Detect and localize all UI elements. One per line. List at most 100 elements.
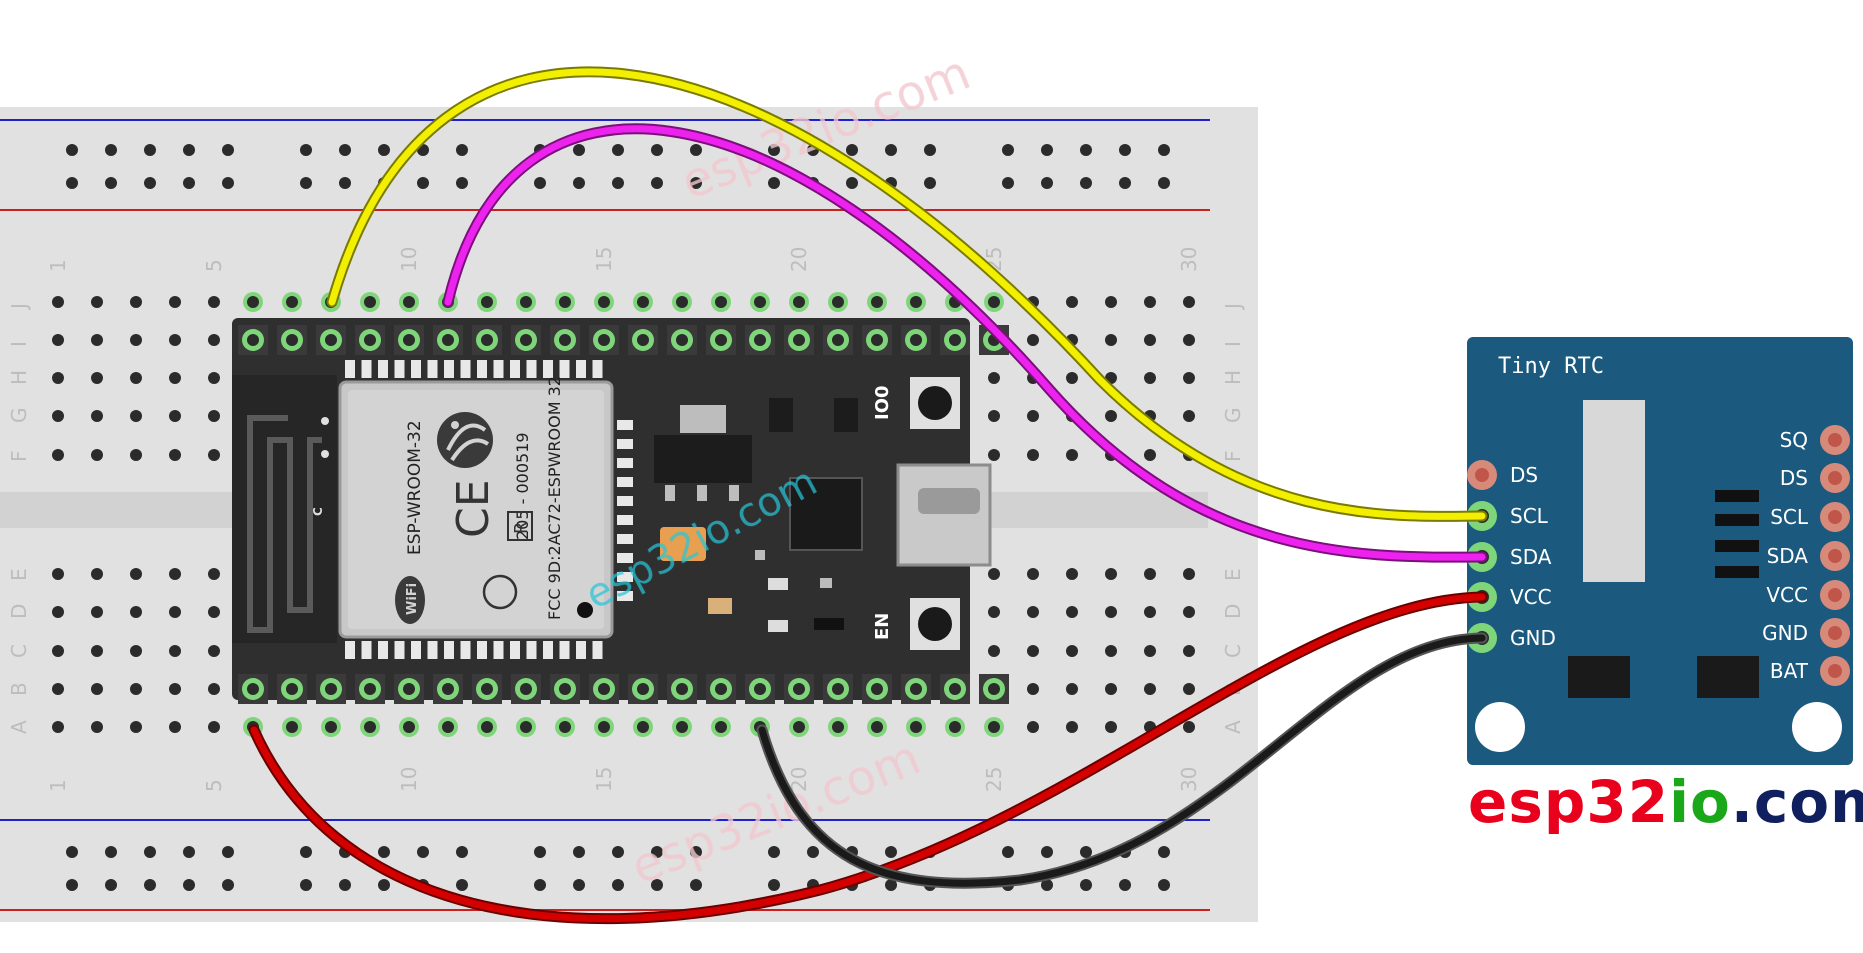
column-number-top: 15: [592, 247, 616, 272]
breadboard-hole: [1027, 721, 1039, 733]
power-rail-hole: [651, 879, 663, 891]
power-rail-hole: [456, 144, 468, 156]
module-pad: [510, 360, 520, 378]
header-pin-hole: [910, 334, 922, 346]
power-rail-hole: [690, 177, 702, 189]
power-rail-hole: [924, 177, 936, 189]
breadboard-hole: [1183, 606, 1195, 618]
header-pin-hole: [403, 683, 415, 695]
regulator-leg: [697, 485, 707, 501]
rtc-smd-part: [1715, 540, 1759, 552]
column-number-bottom: 30: [1177, 767, 1201, 792]
breadboard-hole: [1066, 372, 1078, 384]
brand-part-com: .com: [1730, 768, 1863, 836]
esp32-devkit-board: C ESP-WROOM-32 205 - 000519 FCC 9D:2AC72…: [232, 318, 1009, 704]
row-letter: H: [7, 370, 31, 385]
regulator-leg: [729, 485, 739, 501]
row-letter: C: [1221, 644, 1245, 658]
module-pad: [444, 641, 454, 659]
column-number-top: 20: [787, 247, 811, 272]
power-rail-hole: [105, 144, 117, 156]
brand-logo: esp32io.com: [1468, 768, 1863, 836]
rtc-pin-label-bat: BAT: [1770, 659, 1809, 683]
io0-button[interactable]: [910, 377, 960, 429]
header-pin-hole: [676, 683, 688, 695]
row-letter: C: [7, 644, 31, 658]
breadboard-hole: [988, 645, 1000, 657]
antenna-label: C: [311, 507, 325, 516]
column-number-bottom: 10: [397, 767, 421, 792]
telec-mark-icon: [482, 574, 518, 610]
header-pin-hole: [520, 334, 532, 346]
breadboard-hole: [1105, 683, 1117, 695]
magenta-wire-sda[interactable]: [444, 125, 1486, 561]
power-rail-hole: [612, 879, 624, 891]
breadboard-hole: [91, 449, 103, 461]
breadboard-hole: [1105, 645, 1117, 657]
breadboard-hole: [52, 372, 64, 384]
smd-component: [708, 598, 732, 614]
module-pad: [493, 641, 504, 659]
breadboard-hole: [676, 721, 688, 733]
module-pad: [411, 360, 421, 378]
row-letter: D: [7, 604, 31, 619]
row-letter: G: [7, 408, 31, 424]
rtc-pin-hole: [1828, 510, 1842, 524]
usb-uart-chip: [789, 477, 863, 551]
breadboard-hole: [871, 721, 883, 733]
power-rail-hole: [378, 144, 390, 156]
red-wire-vcc[interactable]: [250, 593, 1486, 923]
breadboard-hole: [1183, 372, 1195, 384]
breadboard-hole: [1105, 334, 1117, 346]
rtc-crystal: [1697, 656, 1759, 698]
column-number-bottom: 25: [982, 767, 1006, 792]
breadboard-hole: [481, 721, 493, 733]
rtc-smd-part: [1715, 514, 1759, 526]
power-rail-hole: [885, 879, 897, 891]
power-rail-hole: [534, 879, 546, 891]
breadboard-hole: [208, 449, 220, 461]
rtc-pin-hole: [1828, 549, 1842, 563]
breadboard-hole: [130, 372, 142, 384]
black-wire-gnd[interactable]: [758, 634, 1486, 887]
power-rail-hole: [222, 846, 234, 858]
column-number-bottom: 5: [202, 779, 226, 792]
breadboard-hole: [91, 606, 103, 618]
header-pin-hole: [988, 683, 1000, 695]
power-rail-hole: [66, 177, 78, 189]
power-rail-hole: [378, 879, 390, 891]
header-pin-hole: [325, 683, 337, 695]
rtc-pin-label-scl: SCL: [1770, 505, 1809, 529]
power-rail-hole: [417, 846, 429, 858]
breadboard-hole: [52, 606, 64, 618]
header-pin-hole: [676, 334, 688, 346]
power-rail-hole: [885, 846, 897, 858]
row-letter: D: [1221, 604, 1245, 619]
power-rail-hole: [183, 144, 195, 156]
micro-usb-port: [896, 463, 992, 567]
esp32-header-pins: [238, 325, 1009, 704]
breadboard-hole: [910, 721, 922, 733]
rtc-pin-label-vcc: VCC: [1766, 583, 1808, 607]
transistor: [769, 398, 793, 432]
rtc-chip-area: [1583, 400, 1645, 582]
en-button[interactable]: [910, 598, 960, 650]
breadboard-hole: [481, 296, 493, 308]
module-side-pad: [617, 477, 633, 487]
row-letter: A: [1221, 720, 1245, 734]
breadboard-hole: [169, 449, 181, 461]
header-pin-hole: [442, 683, 454, 695]
header-pin-hole: [286, 334, 298, 346]
breadboard-hole: [208, 334, 220, 346]
column-number-top: 10: [397, 247, 421, 272]
header-pin-hole: [793, 334, 805, 346]
en-label: EN: [872, 613, 893, 640]
power-rail-hole: [183, 879, 195, 891]
power-rail-hole: [573, 879, 585, 891]
breadboard-hole: [637, 296, 649, 308]
module-pad: [576, 641, 586, 659]
yellow-wire-scl[interactable]: [328, 68, 1486, 520]
power-rail-hole: [378, 846, 390, 858]
